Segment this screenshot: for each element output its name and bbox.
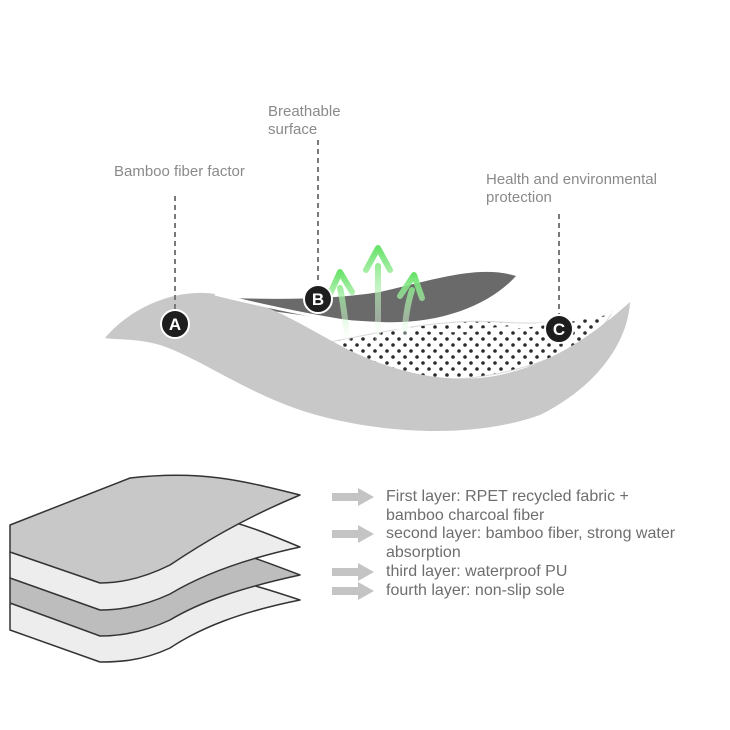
stacked-layers bbox=[9, 474, 301, 663]
label-health-line1: Health and environmental bbox=[486, 171, 657, 188]
legend-text-2: second layer: bamboo fiber, strong water bbox=[386, 525, 676, 542]
legend-row-3: third layer: waterproof PU bbox=[332, 562, 567, 582]
gray-base-layer bbox=[105, 292, 630, 431]
leader-lines bbox=[174, 140, 560, 316]
label-breathable-surface: Breathable surface bbox=[268, 103, 341, 139]
label-health-line2: protection bbox=[486, 189, 552, 206]
legend-text-3: third layer: waterproof PU bbox=[386, 563, 568, 580]
label-bamboo-fiber-factor: Bamboo fiber factor bbox=[114, 163, 245, 180]
white-gap-line bbox=[214, 292, 613, 333]
arrow-right-icon bbox=[332, 563, 374, 581]
legend-text-1-cont: bamboo charcoal fiber bbox=[386, 507, 545, 524]
cushion-cross-section bbox=[105, 271, 630, 431]
arrow-right-icon bbox=[332, 582, 374, 600]
marker-a-letter: A bbox=[169, 315, 181, 334]
marker-a: A bbox=[160, 309, 190, 339]
marker-c: C bbox=[544, 314, 574, 344]
legend-text-1: First layer: RPET recycled fabric + bbox=[386, 488, 629, 505]
legend-row-2: second layer: bamboo fiber, strong water bbox=[332, 524, 675, 544]
marker-b-letter: B bbox=[312, 290, 324, 309]
breath-arrow-right bbox=[397, 272, 425, 343]
label-breathable-line2: surface bbox=[268, 121, 318, 138]
marker-b: B bbox=[303, 284, 333, 314]
label-breathable-line1: Breathable bbox=[268, 103, 341, 120]
marker-c-letter: C bbox=[553, 320, 565, 339]
breath-arrow-center bbox=[363, 245, 393, 343]
breath-arrow-left bbox=[327, 269, 355, 345]
label-health-protection: Health and environmental protection bbox=[486, 171, 657, 207]
legend-text-2-cont: absorption bbox=[386, 544, 461, 561]
first-layer bbox=[9, 474, 301, 584]
breathable-arrows bbox=[327, 245, 425, 345]
legend-row-4: fourth layer: non-slip sole bbox=[332, 581, 565, 601]
arrow-right-icon bbox=[332, 525, 374, 543]
legend-text-4: fourth layer: non-slip sole bbox=[386, 582, 565, 599]
legend-row-1: First layer: RPET recycled fabric + bbox=[332, 487, 629, 507]
arrow-right-icon bbox=[332, 488, 374, 506]
